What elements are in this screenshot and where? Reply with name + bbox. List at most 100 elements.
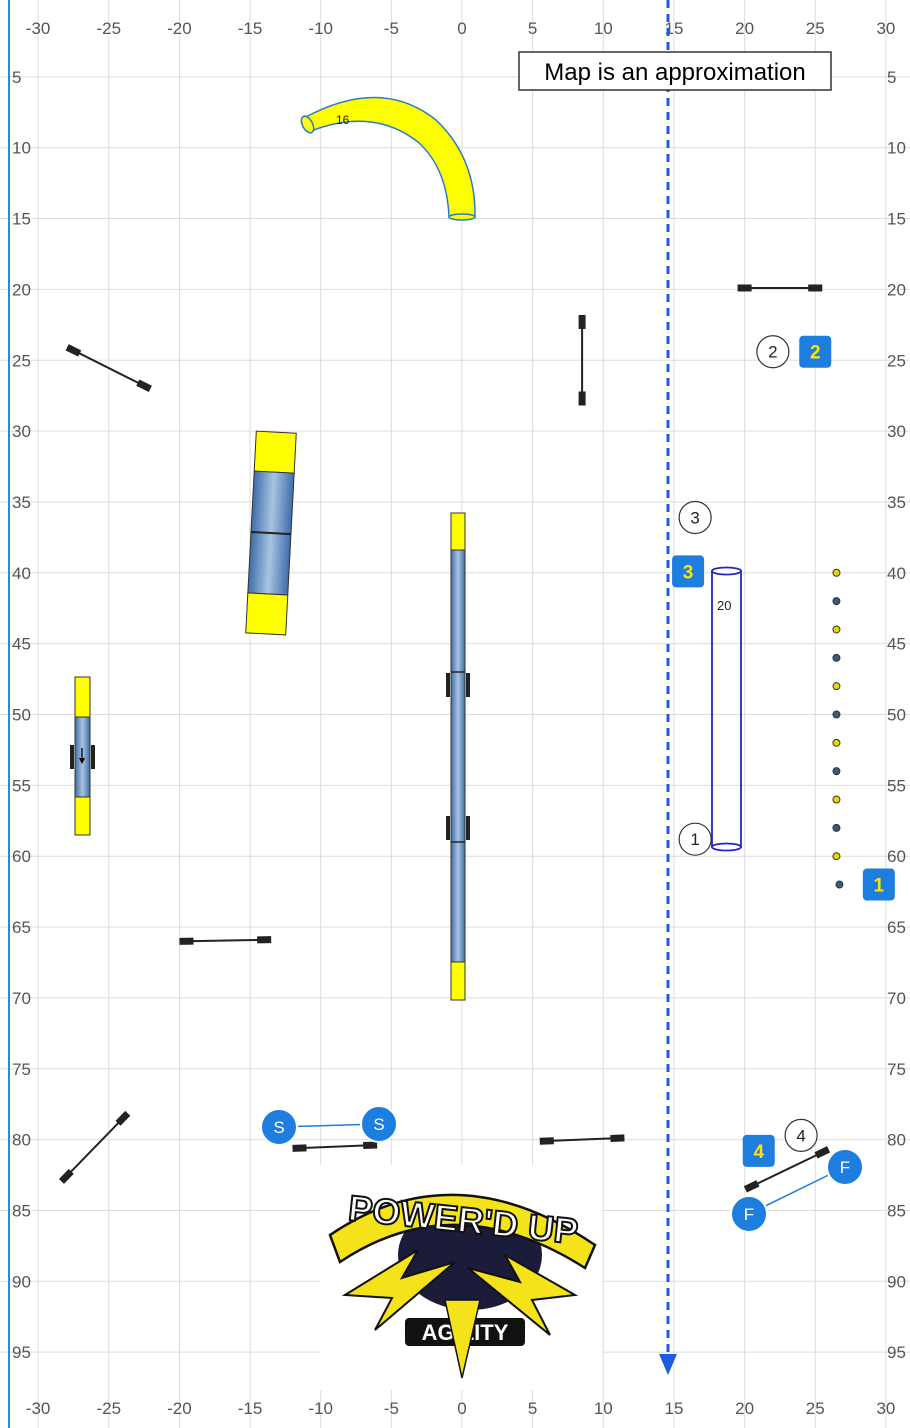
approximation-note-text: Map is an approximation — [544, 59, 805, 86]
jump-8 — [743, 1146, 831, 1193]
jump-3 — [737, 284, 823, 292]
course-numbers: 1 2 3 4 — [678, 335, 818, 1152]
x-tick-label-top: -25 — [96, 19, 121, 38]
dog-walk — [446, 512, 470, 1001]
y-tick-label-right: 20 — [887, 280, 906, 299]
curved-tunnel-label: 16 — [336, 113, 350, 127]
y-tick-label-left: 45 — [12, 635, 31, 654]
jump-7 — [539, 1134, 625, 1145]
start-label-right: S — [373, 1115, 384, 1134]
jump-2 — [578, 314, 586, 406]
jump-6 — [292, 1141, 378, 1152]
y-tick-label-left: 50 — [12, 706, 31, 725]
y-tick-label-left: 10 — [12, 139, 31, 158]
y-tick-label-left: 85 — [12, 1201, 31, 1220]
course-number-1: 1 — [678, 822, 712, 856]
x-tick-label-top: 30 — [876, 19, 895, 38]
axis-ticks: -30-30-25-25-20-20-15-15-10-10-5-5005510… — [12, 19, 906, 1418]
y-tick-label-left: 65 — [12, 918, 31, 937]
y-tick-label-left: 70 — [12, 989, 31, 1008]
marker-4: 4 — [742, 1134, 775, 1167]
weave-poles — [832, 568, 844, 889]
weave-pole — [832, 710, 841, 719]
weave-pole — [832, 852, 841, 861]
y-tick-label-left: 40 — [12, 564, 31, 583]
y-tick-label-left: 90 — [12, 1272, 31, 1291]
finish-line: F F — [730, 1148, 864, 1233]
svg-text:1: 1 — [690, 830, 699, 849]
svg-text:2: 2 — [768, 343, 777, 362]
x-tick-label-top: -5 — [384, 19, 399, 38]
start-line: S S — [260, 1105, 398, 1146]
svg-text:4: 4 — [753, 1142, 764, 1163]
y-tick-label-right: 25 — [887, 351, 906, 370]
svg-text:2: 2 — [810, 343, 821, 364]
y-tick-label-right: 30 — [887, 422, 906, 441]
weave-pole — [832, 625, 841, 634]
weave-pole — [832, 597, 841, 606]
path-arrow-icon — [659, 1354, 677, 1375]
x-tick-label-bottom: 5 — [528, 1399, 537, 1418]
weave-pole — [832, 682, 841, 691]
weave-pole — [832, 738, 841, 747]
y-tick-label-right: 85 — [887, 1201, 906, 1220]
weave-pole — [832, 823, 841, 832]
x-tick-label-bottom: 25 — [806, 1399, 825, 1418]
y-tick-label-left: 25 — [12, 351, 31, 370]
x-tick-label-bottom: 10 — [594, 1399, 613, 1418]
x-tick-label-top: 5 — [528, 19, 537, 38]
x-tick-label-top: -10 — [308, 19, 333, 38]
powerd-up-agility-logo: POWER'D UP AGILITY — [320, 1165, 602, 1390]
marker-3: 3 — [672, 555, 705, 588]
jump-1 — [65, 344, 152, 393]
x-tick-label-bottom: -5 — [384, 1399, 399, 1418]
y-tick-label-left: 55 — [12, 776, 31, 795]
weave-pole — [832, 653, 841, 662]
y-tick-label-right: 70 — [887, 989, 906, 1008]
svg-text:3: 3 — [690, 509, 699, 528]
y-tick-label-left: 15 — [12, 210, 31, 229]
straight-tunnel: 20 — [711, 566, 742, 852]
x-tick-label-bottom: -20 — [167, 1399, 192, 1418]
x-tick-label-bottom: -10 — [308, 1399, 333, 1418]
handler-path-line — [659, 0, 677, 1375]
y-tick-label-right: 50 — [887, 706, 906, 725]
start-label-left: S — [273, 1118, 284, 1137]
y-tick-label-left: 95 — [12, 1343, 31, 1362]
teeter — [70, 676, 95, 836]
x-tick-label-top: 25 — [806, 19, 825, 38]
x-tick-label-bottom: -30 — [26, 1399, 51, 1418]
y-tick-label-right: 75 — [887, 1060, 906, 1079]
approximation-note: Map is an approximation — [518, 51, 832, 91]
y-tick-label-right: 45 — [887, 635, 906, 654]
weave-pole — [832, 568, 841, 577]
y-tick-label-left: 75 — [12, 1060, 31, 1079]
y-tick-label-right: 10 — [887, 139, 906, 158]
y-tick-label-right: 5 — [887, 68, 896, 87]
y-tick-label-right: 60 — [887, 847, 906, 866]
weave-pole — [832, 767, 841, 776]
y-tick-label-left: 20 — [12, 280, 31, 299]
jumps — [58, 284, 831, 1193]
x-tick-label-bottom: -25 — [96, 1399, 121, 1418]
weave-pole — [832, 795, 841, 804]
y-tick-label-left: 35 — [12, 493, 31, 512]
x-tick-label-top: -15 — [238, 19, 263, 38]
a-frame — [245, 430, 297, 636]
svg-text:4: 4 — [796, 1126, 805, 1145]
y-tick-label-right: 65 — [887, 918, 906, 937]
x-tick-label-top: -20 — [167, 19, 192, 38]
x-tick-label-top: 20 — [735, 19, 754, 38]
course-number-2: 2 — [756, 335, 790, 369]
y-tick-label-right: 15 — [887, 210, 906, 229]
marker-1: 1 — [862, 868, 895, 901]
x-tick-label-top: -30 — [26, 19, 51, 38]
x-tick-label-bottom: 15 — [664, 1399, 683, 1418]
jump-5 — [58, 1110, 131, 1184]
straight-tunnel-label: 20 — [717, 598, 731, 613]
x-tick-label-top: 0 — [457, 19, 466, 38]
x-tick-label-top: 10 — [594, 19, 613, 38]
curved-tunnel: 16 — [300, 96, 476, 221]
y-tick-label-right: 55 — [887, 776, 906, 795]
